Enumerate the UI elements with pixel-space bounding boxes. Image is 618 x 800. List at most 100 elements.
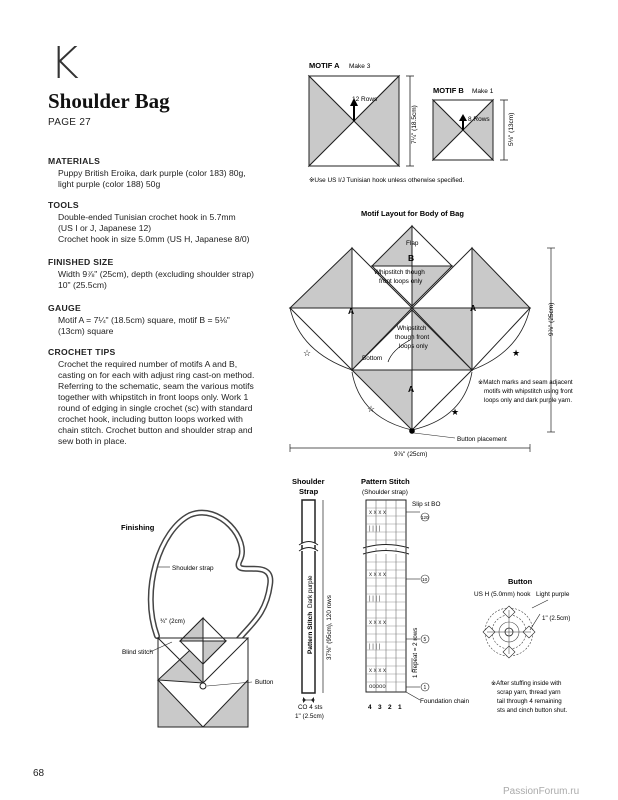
finished-size-section: FINISHED SIZE Width 9⅞" (25cm), depth (e… bbox=[48, 257, 254, 291]
gauge-heading: GAUGE bbox=[48, 303, 82, 313]
finishing-title: Finishing bbox=[121, 523, 155, 532]
foundation-label: Foundation chain bbox=[420, 698, 469, 705]
match-note-1: ※Match marks and seam adjacent bbox=[478, 379, 573, 386]
shoulder-strap-diagram: Shoulder Strap Pattern Stitch Dark purpl… bbox=[292, 477, 333, 720]
pattern-stitch-title: Pattern Stitch bbox=[361, 477, 410, 486]
finishing-measure: ¾" (2cm) bbox=[160, 618, 185, 625]
col-4: 4 bbox=[368, 704, 372, 711]
whip1-line2: front loops only bbox=[379, 278, 423, 285]
tools-section: TOOLS Double-ended Tunisian crochet hook… bbox=[48, 200, 250, 245]
button-hook: US H (5.0mm) hook bbox=[474, 591, 531, 598]
page-reference: PAGE 27 bbox=[48, 117, 92, 128]
button-diagram: Button US H (5.0mm) hook Light purple 1"… bbox=[474, 577, 570, 714]
repeat-label: 1 Repeat = 2 rows bbox=[412, 628, 419, 678]
star-solid-mark-1: ★ bbox=[512, 348, 520, 358]
materials-section: MATERIALS Puppy British Eroika, dark pur… bbox=[48, 156, 246, 190]
crochet-tips-section: CROCHET TIPS Crochet the required number… bbox=[48, 347, 254, 447]
star-solid-mark-2: ★ bbox=[451, 407, 459, 417]
button-note-3: tail through 4 remaining bbox=[497, 698, 562, 705]
motif-a-rows: 12 Rows bbox=[352, 96, 378, 103]
materials-heading: MATERIALS bbox=[48, 156, 101, 166]
strap-color-label: Dark purple bbox=[307, 575, 314, 608]
motif-a-label: MOTIF A bbox=[309, 61, 340, 70]
whip2-line3: loops only bbox=[399, 343, 429, 350]
button-note-2: scrap yarn, thread yarn bbox=[497, 689, 561, 696]
button-title: Button bbox=[508, 577, 533, 586]
button-color: Light purple bbox=[536, 591, 570, 598]
motif-a-bottom-position: A bbox=[408, 384, 414, 394]
flap-label: Flap bbox=[406, 240, 419, 247]
stitch-symbols: x x x x | | | | x x x x | | | | x x x x … bbox=[369, 510, 386, 690]
row-10-label: 10 bbox=[422, 577, 428, 583]
col-2: 2 bbox=[388, 704, 392, 711]
tools-text: Double-ended Tunisian crochet hook in 5.… bbox=[58, 212, 250, 244]
watermark: PassionForum.ru bbox=[503, 786, 580, 797]
strap-title-line2: Strap bbox=[299, 487, 319, 496]
strap-length: 37⅜" (95cm), 120 rows bbox=[326, 595, 333, 660]
slip-label: Slip st BO bbox=[412, 501, 440, 508]
whip2-line1: Whipstitch bbox=[397, 325, 427, 332]
gauge-section: GAUGE Motif A = 7¼" (18.5cm) square, mot… bbox=[48, 303, 230, 337]
chapter-letter: K bbox=[50, 38, 79, 89]
pattern-stitch-subtitle: (Shoulder strap) bbox=[362, 489, 408, 496]
blind-stitch-label: Blind stitch bbox=[122, 649, 153, 656]
strap-title-line1: Shoulder bbox=[292, 477, 325, 486]
col-3: 3 bbox=[378, 704, 382, 711]
motif-b-rows: 8 Rows bbox=[468, 116, 490, 123]
strap-co: CO 4 sts bbox=[298, 704, 323, 711]
layout-width: 9⅞" (25cm) bbox=[394, 451, 427, 458]
materials-text: Puppy British Eroika, dark purple (color… bbox=[58, 168, 246, 189]
svg-text:| | | |: | | | | bbox=[369, 596, 381, 602]
strap-width: 1" (2.5cm) bbox=[295, 713, 324, 720]
crochet-tips-heading: CROCHET TIPS bbox=[48, 347, 116, 357]
match-note-2: motifs with whipstitch using front bbox=[484, 388, 573, 395]
button-label: Button bbox=[255, 679, 274, 686]
star-outline-mark-1: ☆ bbox=[303, 348, 311, 358]
svg-text:x x x x: x x x x bbox=[369, 668, 386, 674]
button-size: 1" (2.5cm) bbox=[542, 615, 570, 622]
gauge-text: Motif A = 7¼" (18.5cm) square, motif B =… bbox=[58, 315, 230, 336]
layout-depth: 9⅞" (25cm) bbox=[548, 303, 555, 336]
svg-text:ooooo: ooooo bbox=[369, 684, 386, 690]
layout-title: Motif Layout for Body of Bag bbox=[361, 209, 464, 218]
motif-layout-diagram: Motif Layout for Body of Bag Button plac… bbox=[288, 209, 573, 458]
motif-b-make: Make 1 bbox=[472, 88, 494, 95]
button-note-4: sts and cinch button shut. bbox=[497, 707, 567, 714]
tools-heading: TOOLS bbox=[48, 200, 79, 210]
row-1-label: 1 bbox=[424, 685, 427, 691]
hook-note: ※Use US I/J Tunisian hook unless otherwi… bbox=[309, 177, 464, 184]
finished-size-heading: FINISHED SIZE bbox=[48, 257, 114, 267]
pattern-stitch-chart: Pattern Stitch (Shoulder strap) x x x x … bbox=[361, 477, 469, 711]
whip1-line1: Whipstitch though bbox=[374, 269, 425, 276]
svg-text:x x x x: x x x x bbox=[369, 572, 386, 578]
row-120-label: 120 bbox=[421, 515, 429, 520]
motif-b-diagram: MOTIF B Make 1 8 Rows 5⅛" (13cm) bbox=[431, 86, 515, 162]
motif-a-left-position: A bbox=[348, 306, 354, 316]
chart-rows bbox=[366, 507, 406, 683]
strap-pattern-label: Pattern Stitch bbox=[307, 612, 314, 654]
button-placement-label: Button placement bbox=[457, 436, 507, 443]
star-outline-mark-2: ☆ bbox=[367, 404, 375, 414]
button-note-1: ※After stuffing inside with bbox=[491, 680, 562, 687]
motif-b-size: 5⅛" (13cm) bbox=[508, 113, 515, 146]
finishing-diagram: Finishing Shoulder strap ¾" (2cm) Blind … bbox=[121, 509, 274, 728]
svg-text:| | | |: | | | | bbox=[369, 644, 381, 650]
row-5-label: 5 bbox=[424, 637, 427, 643]
motif-a-diagram: MOTIF A Make 3 12 Rows 7¼" (18.5cm) bbox=[307, 61, 418, 168]
svg-text:x x x x: x x x x bbox=[369, 620, 386, 626]
match-note-3: loops only and dark purple yarn. bbox=[484, 397, 572, 404]
motif-a-right-position: A bbox=[470, 303, 476, 313]
shoulder-strap-label: Shoulder strap bbox=[172, 565, 214, 572]
page-title: Shoulder Bag bbox=[48, 89, 170, 113]
svg-text:| | | |: | | | | bbox=[369, 526, 381, 532]
whip2-line2: though front bbox=[395, 334, 429, 341]
motif-a-size: 7¼" (18.5cm) bbox=[411, 105, 418, 144]
motif-b-label: MOTIF B bbox=[433, 86, 464, 95]
col-1: 1 bbox=[398, 704, 402, 711]
bottom-label: Bottom bbox=[362, 355, 382, 362]
motif-b-position: B bbox=[408, 253, 414, 263]
finished-size-text: Width 9⅞" (25cm), depth (excluding shoul… bbox=[58, 269, 255, 290]
svg-text:x x x x: x x x x bbox=[369, 510, 386, 516]
crochet-tips-text: Crochet the required number of motifs A … bbox=[58, 359, 255, 446]
